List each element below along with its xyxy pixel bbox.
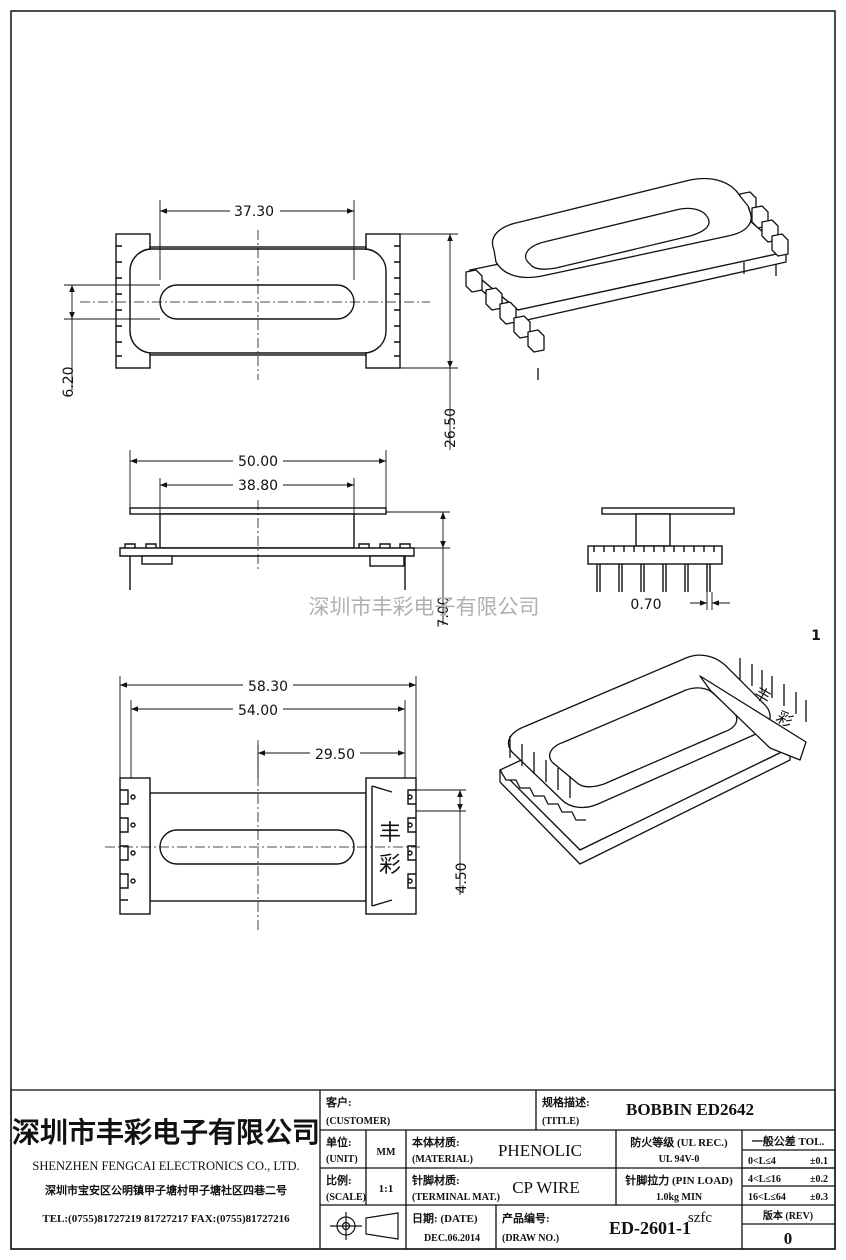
scale-value: 1:1 bbox=[379, 1183, 394, 1195]
tol-value-3: ±0.3 bbox=[810, 1192, 828, 1203]
bobbin-mark-2: 彩 bbox=[379, 853, 401, 878]
dim-side-height: 7.00 bbox=[436, 596, 452, 627]
ul-value: UL 94V-0 bbox=[659, 1154, 700, 1165]
dim-side-total: 50.00 bbox=[238, 454, 278, 470]
drawno-label-en: (DRAW NO.) bbox=[502, 1233, 559, 1244]
bottom-view bbox=[105, 740, 420, 930]
bobbin-mark-1: 丰 bbox=[379, 821, 401, 846]
scale-label-en: (SCALE) bbox=[326, 1192, 366, 1203]
unit-label-en: (UNIT) bbox=[326, 1154, 358, 1165]
material-label-en: (MATERIAL) bbox=[412, 1154, 473, 1165]
tol-value-1: ±0.1 bbox=[810, 1156, 828, 1167]
title-block bbox=[10, 1089, 836, 1250]
isometric-view-top bbox=[465, 177, 789, 380]
company-contact: TEL:(0755)81727219 81727217 FAX:(0755)81… bbox=[42, 1213, 290, 1225]
scale-label-cn: 比例: bbox=[326, 1173, 352, 1187]
rev-value: 0 bbox=[784, 1229, 793, 1248]
corner-mark: 1 bbox=[811, 628, 821, 644]
dim-bottom-inner: 54.00 bbox=[238, 703, 278, 719]
site-watermark: szfc bbox=[688, 1210, 712, 1226]
dim-side-inner: 38.80 bbox=[238, 478, 278, 494]
unit-value: MM bbox=[377, 1147, 396, 1158]
terminal-label-en: (TERMINAL MAT.) bbox=[412, 1192, 500, 1203]
tol-range-1: 0<L≤4 bbox=[748, 1156, 776, 1167]
top-view bbox=[80, 230, 430, 380]
terminal-label-cn: 针脚材质: bbox=[412, 1173, 460, 1187]
title-label-cn: 规格描述: bbox=[542, 1095, 590, 1109]
title-label-en: (TITLE) bbox=[542, 1116, 579, 1127]
end-view bbox=[587, 507, 735, 592]
material-value: PHENOLIC bbox=[498, 1141, 582, 1160]
dim-top-slot: 6.20 bbox=[61, 366, 77, 397]
dim-bottom-offset: 29.50 bbox=[315, 747, 355, 763]
material-label-cn: 本体材质: bbox=[412, 1135, 460, 1149]
dim-top-width: 37.30 bbox=[234, 204, 274, 220]
projection-symbol bbox=[330, 1212, 399, 1240]
drawno-label-cn: 产品编号: bbox=[502, 1211, 550, 1225]
dim-end-pitch: 0.70 bbox=[630, 597, 661, 613]
dim-bottom-pin: 4.50 bbox=[454, 862, 470, 893]
terminal-value: CP WIRE bbox=[512, 1178, 580, 1197]
pinload-label: 针脚拉力 (PIN LOAD) bbox=[625, 1173, 733, 1187]
tol-value-2: ±0.2 bbox=[810, 1174, 828, 1185]
dim-bottom-total: 58.30 bbox=[248, 679, 288, 695]
company-name-en: SHENZHEN FENGCAI ELECTRONICS CO., LTD. bbox=[32, 1159, 299, 1173]
tol-range-3: 16<L≤64 bbox=[748, 1192, 786, 1203]
tol-range-2: 4<L≤16 bbox=[748, 1174, 781, 1185]
unit-label-cn: 单位: bbox=[326, 1135, 352, 1149]
company-address: 深圳市宝安区公明镇甲子塘村甲子塘社区四巷二号 bbox=[45, 1183, 287, 1197]
end-dimensions bbox=[690, 592, 730, 610]
customer-label-en: (CUSTOMER) bbox=[326, 1116, 390, 1127]
tol-label: 一般公差 TOL. bbox=[752, 1134, 825, 1148]
rev-label: 版本 (REV) bbox=[763, 1209, 813, 1222]
side-view bbox=[119, 500, 415, 590]
date-value: DEC.06.2014 bbox=[424, 1233, 480, 1244]
company-name-cn: 深圳市丰彩电子有限公司 bbox=[12, 1116, 320, 1149]
watermark-text: 深圳市丰彩电子有限公司 bbox=[309, 595, 540, 619]
drawno-value: ED-2601-1 bbox=[609, 1218, 691, 1238]
dim-top-height: 26.50 bbox=[443, 408, 459, 448]
title-value: BOBBIN ED2642 bbox=[626, 1100, 754, 1119]
date-label: 日期: (DATE) bbox=[412, 1211, 478, 1225]
ul-label: 防火等级 (UL REC.) bbox=[630, 1135, 728, 1149]
pinload-value: 1.0kg MIN bbox=[656, 1192, 703, 1203]
customer-label-cn: 客户: bbox=[325, 1095, 352, 1109]
isometric-view-bottom bbox=[499, 654, 807, 865]
